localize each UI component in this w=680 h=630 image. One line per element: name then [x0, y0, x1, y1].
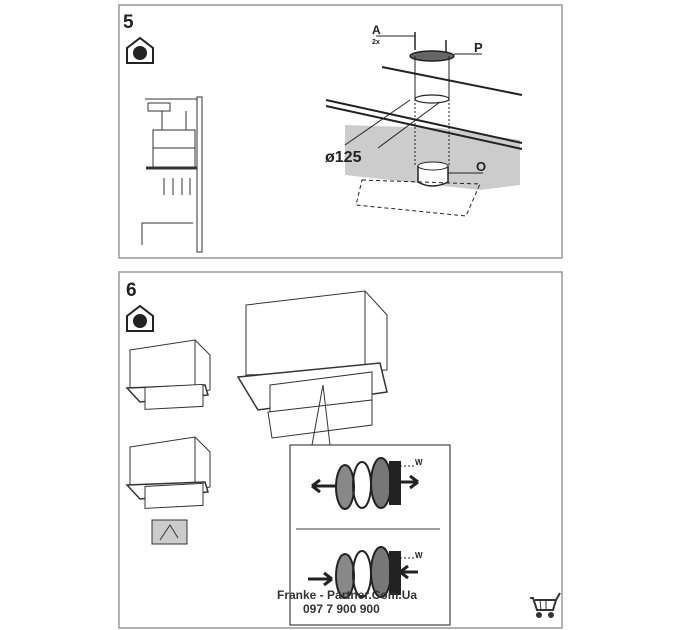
label-w-bottom: W	[415, 551, 423, 560]
label-diameter: ø125	[325, 149, 362, 166]
label-p: P	[474, 40, 483, 55]
wall-cabinet-diagram	[141, 96, 203, 253]
hood-unit-large	[236, 290, 388, 446]
label-qty: 2x	[372, 39, 380, 46]
hood-unit-small-top	[125, 339, 211, 410]
house-recirculation-icon	[126, 36, 154, 64]
filter-insertion-bottom	[308, 546, 418, 599]
filter-removal-top	[311, 457, 419, 510]
step-6-panel: 6	[118, 271, 563, 629]
house-recirculation-icon	[126, 304, 154, 332]
label-w-top: W	[415, 458, 423, 467]
label-a: A	[372, 23, 381, 37]
shopping-cart-icon[interactable]	[530, 592, 561, 618]
label-o: O	[476, 159, 486, 174]
step-number: 5	[123, 12, 134, 33]
watermark-site: Franke - Partner.Com.Ua	[277, 588, 418, 602]
hood-unit-small-bottom	[125, 436, 211, 545]
step-5-panel: 5	[118, 4, 563, 259]
filter-detail-inset	[289, 444, 451, 626]
step-number: 6	[126, 280, 137, 301]
watermark-phone: 097 7 900 900	[303, 602, 380, 616]
duct-installation-diagram	[325, 32, 523, 217]
